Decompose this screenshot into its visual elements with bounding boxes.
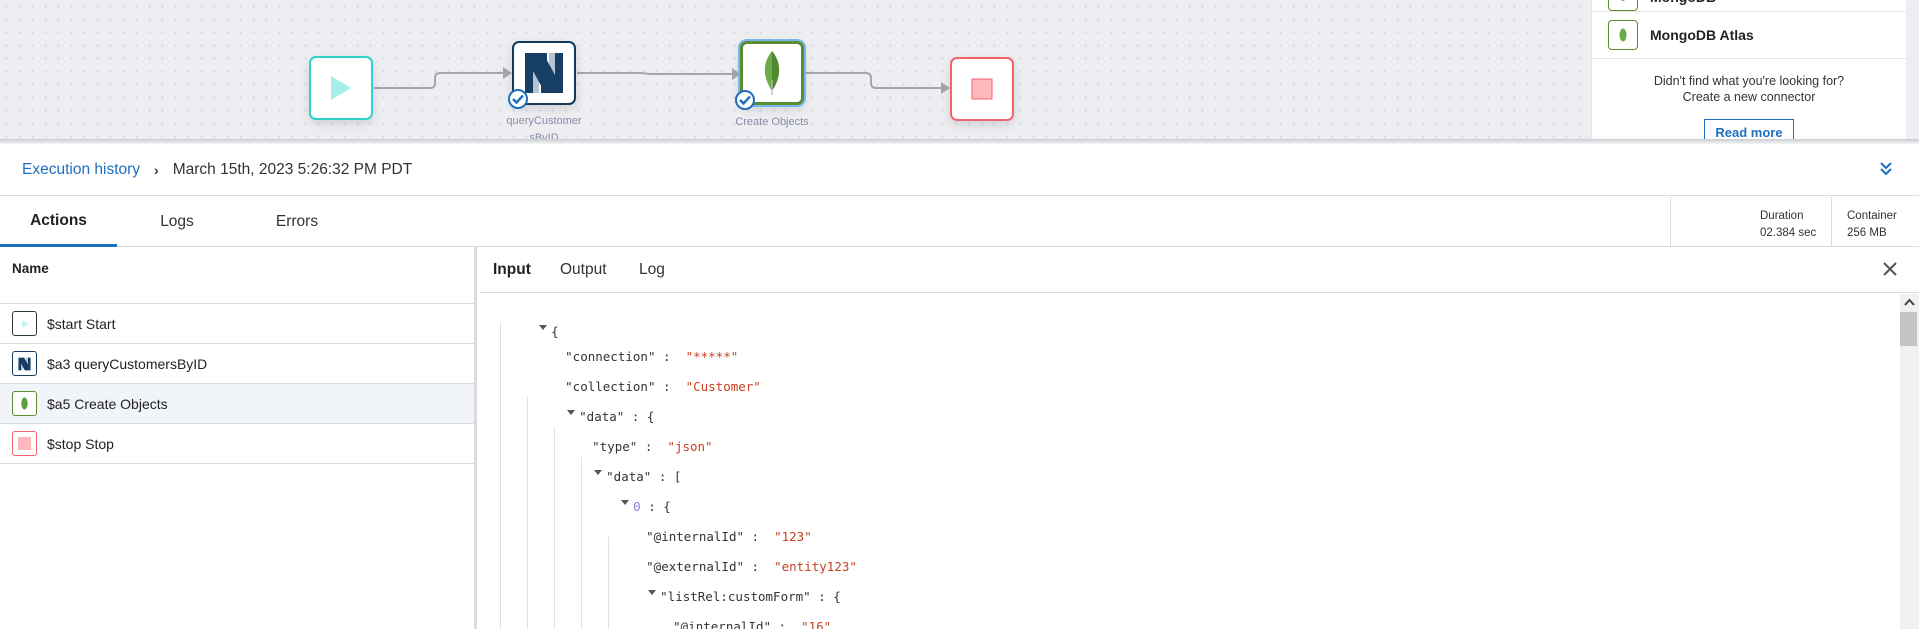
json-line: "collection" : "Customer" xyxy=(565,379,761,394)
success-check-icon xyxy=(508,89,528,109)
tab-log[interactable]: Log xyxy=(639,261,665,278)
play-icon xyxy=(12,311,37,336)
success-check-icon xyxy=(735,90,755,110)
duration-value: 02.384 sec xyxy=(1760,227,1817,239)
json-tree-view[interactable]: { "connection" : "*****" "collection" : … xyxy=(480,294,1900,629)
canvas-edge xyxy=(1906,0,1919,142)
json-line: { xyxy=(494,294,559,339)
actions-table: Name $start Start $a3 queryCustomersByID… xyxy=(0,247,477,629)
breadcrumb-separator: › xyxy=(154,161,159,178)
netsuite-query-node[interactable] xyxy=(508,41,576,109)
mongodb-leaf-icon xyxy=(12,391,37,416)
table-row[interactable]: $stop Stop xyxy=(0,424,474,464)
stat-divider xyxy=(1670,197,1671,247)
close-icon[interactable] xyxy=(1881,260,1899,278)
breadcrumb-execution-history[interactable]: Execution history xyxy=(22,160,141,178)
container-stat: Container 256 MB xyxy=(1847,197,1897,247)
stop-icon xyxy=(12,431,37,456)
json-line: "connection" : "*****" xyxy=(565,349,739,364)
connector-item-mongodb-atlas[interactable]: MongoDB Atlas xyxy=(1592,12,1906,59)
tab-logs[interactable]: Logs xyxy=(160,213,194,230)
connector-help-text: Didn't find what you're looking for? Cre… xyxy=(1653,74,1845,104)
execution-header: Execution history › March 15th, 2023 5:2… xyxy=(0,144,1919,196)
duration-stat: Duration 02.384 sec xyxy=(1760,197,1816,247)
connector-panel: MongoDB MongoDB Atlas Didn't find what y… xyxy=(1591,0,1906,142)
netsuite-logo-icon xyxy=(525,53,563,93)
json-line: 0 : { xyxy=(576,462,671,514)
container-label: Container xyxy=(1847,210,1897,222)
execution-tabs: Actions Logs Errors Duration 02.384 sec … xyxy=(0,197,1919,247)
json-line: "data" : [ xyxy=(549,432,681,484)
indent-guide xyxy=(554,427,555,629)
collapse-triangle-icon[interactable] xyxy=(621,500,630,505)
json-line: "listRel:customForm" : { xyxy=(603,552,841,604)
json-line: "data" : { xyxy=(522,372,654,424)
indent-guide xyxy=(608,537,609,629)
duration-label: Duration xyxy=(1760,210,1804,222)
collapse-triangle-icon[interactable] xyxy=(648,590,657,595)
tab-input[interactable]: Input xyxy=(493,261,531,278)
json-line: "@externalId" : "entity123" xyxy=(646,559,857,574)
container-value: 256 MB xyxy=(1847,227,1887,239)
tab-actions[interactable]: Actions xyxy=(0,197,117,247)
tab-output[interactable]: Output xyxy=(560,261,607,278)
breadcrumb-current: March 15th, 2023 5:26:32 PM PDT xyxy=(172,160,413,178)
stat-divider xyxy=(1831,197,1832,247)
flow-canvas[interactable]: queryCustomer sByID Create Objects xyxy=(0,0,1591,142)
stop-node[interactable] xyxy=(950,57,1014,121)
collapse-triangle-icon[interactable] xyxy=(539,325,548,330)
read-more-button[interactable]: Read more xyxy=(1704,119,1794,142)
table-row[interactable]: $a3 queryCustomersByID xyxy=(0,344,474,384)
chevron-up-icon[interactable] xyxy=(1904,298,1915,306)
node-label: Create Objects xyxy=(735,116,809,128)
action-detail-panel: Input Output Log { "connection" : "*****… xyxy=(480,247,1919,629)
mongodb-leaf-icon xyxy=(1608,20,1638,50)
json-line: "platformCore:name" : "Ramsey Default Cu… xyxy=(628,612,1072,629)
column-header-name[interactable]: Name xyxy=(0,247,474,304)
collapse-triangle-icon[interactable] xyxy=(594,470,603,475)
indent-guide xyxy=(581,457,582,629)
netsuite-logo-icon xyxy=(12,351,37,376)
vertical-scrollbar[interactable] xyxy=(1900,294,1919,629)
detail-tabs: Input Output Log xyxy=(480,247,1919,293)
play-icon xyxy=(331,76,351,100)
node-label: queryCustomer sByID xyxy=(506,115,582,142)
table-row[interactable]: $a5 Create Objects xyxy=(0,384,474,424)
indent-guide xyxy=(527,397,528,629)
double-chevron-down-icon[interactable] xyxy=(1877,160,1895,178)
scrollbar-thumb[interactable] xyxy=(1900,312,1917,346)
panel-resize-handle[interactable] xyxy=(0,139,1919,144)
collapse-triangle-icon[interactable] xyxy=(567,410,576,415)
json-line: "@internalId" : "123" xyxy=(646,529,812,544)
stop-icon xyxy=(971,78,993,100)
indent-guide xyxy=(500,322,501,629)
connector-item-mongodb[interactable]: MongoDB xyxy=(1592,0,1906,12)
tab-errors[interactable]: Errors xyxy=(275,213,319,230)
json-line: "@internalId" : "16" xyxy=(673,619,832,629)
table-row[interactable]: $start Start xyxy=(0,304,474,344)
mongodb-leaf-icon xyxy=(764,51,780,95)
mongodb-create-objects-node[interactable] xyxy=(735,41,804,110)
connection-wire xyxy=(374,67,950,94)
mongodb-leaf-icon xyxy=(1608,0,1638,11)
json-line: "type" : "json" xyxy=(592,439,713,454)
start-node[interactable] xyxy=(309,56,373,120)
